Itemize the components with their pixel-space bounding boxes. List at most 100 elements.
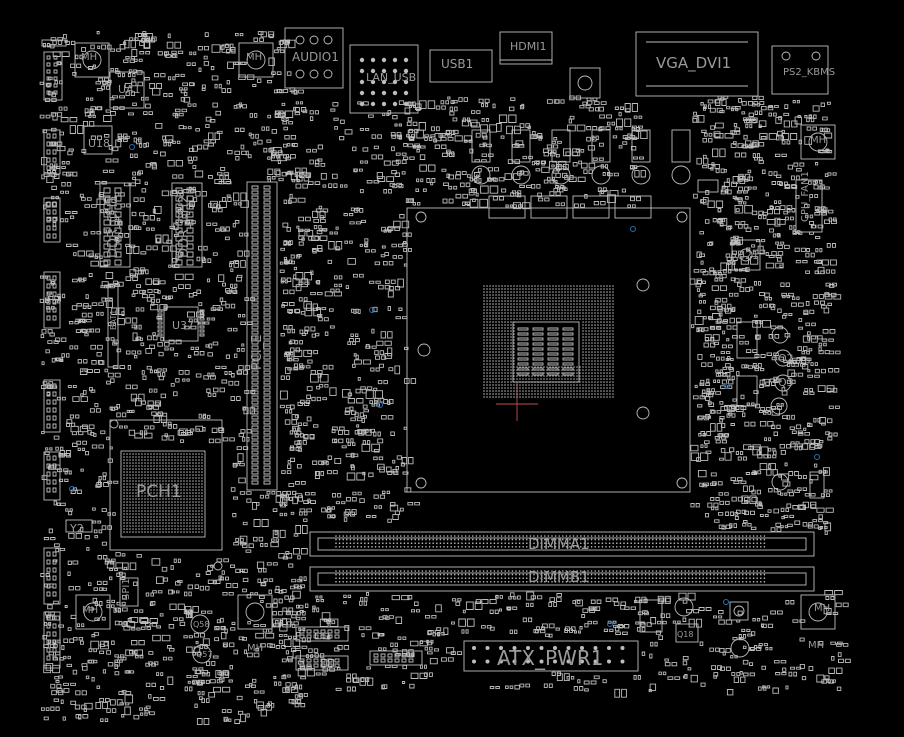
ddr-ch2-outline bbox=[171, 182, 203, 268]
component-outline bbox=[43, 271, 61, 329]
pad-array bbox=[46, 455, 57, 493]
pad-array bbox=[199, 309, 205, 337]
pci-e-slot-outline bbox=[246, 181, 278, 491]
test-via bbox=[723, 599, 729, 605]
round-outline bbox=[774, 349, 792, 367]
mounting-hole-outline bbox=[75, 594, 111, 630]
mounting-hole-outline bbox=[237, 594, 273, 630]
socket-hole bbox=[636, 406, 650, 420]
vga-dvi1-label: VGA_DVI1 bbox=[656, 54, 732, 72]
vga-dvi-outline bbox=[635, 31, 759, 97]
mounting-hole-outline bbox=[74, 42, 110, 78]
passive-components bbox=[689, 95, 842, 535]
choke-outline bbox=[488, 195, 526, 219]
mounting-hole-ring bbox=[246, 50, 266, 70]
socket-hole bbox=[636, 278, 650, 292]
pad-array bbox=[251, 185, 271, 485]
pad-array bbox=[46, 615, 57, 661]
ps2-outline bbox=[771, 45, 829, 95]
inductor-ring bbox=[551, 165, 571, 185]
dimm-a-slot-outline bbox=[309, 531, 815, 557]
audio1-label: AUDIO1 bbox=[292, 50, 339, 64]
round-outline bbox=[811, 51, 821, 61]
audio-jack-outline bbox=[284, 27, 344, 89]
inductor-ring bbox=[511, 165, 531, 185]
q57-outline bbox=[192, 644, 212, 664]
u37-outline bbox=[163, 306, 199, 342]
jack-pin bbox=[323, 35, 333, 45]
q18-outline bbox=[675, 623, 699, 643]
ua1-label: UA1 bbox=[118, 83, 141, 96]
component-outline bbox=[295, 626, 349, 642]
mosfet-outline bbox=[551, 129, 571, 163]
spi-outline bbox=[119, 577, 139, 607]
pad-array bbox=[46, 383, 57, 429]
hdmi-outline bbox=[499, 31, 553, 65]
mounting-hole-label: MH bbox=[810, 135, 827, 146]
hdmi1-label: HDMI1 bbox=[510, 40, 547, 53]
pch-ball-grid bbox=[123, 453, 203, 533]
jack-pin bbox=[323, 69, 333, 79]
pad-array bbox=[46, 133, 57, 171]
component-outline bbox=[43, 611, 61, 669]
component-outline bbox=[569, 67, 601, 99]
socket-hole bbox=[415, 211, 427, 223]
mosfet-outline bbox=[511, 129, 531, 163]
round-outline bbox=[739, 248, 753, 262]
passive-components bbox=[39, 31, 315, 726]
pad-array bbox=[46, 551, 57, 597]
test-via bbox=[607, 621, 613, 627]
lan-usb-outline bbox=[349, 44, 419, 114]
choke-outline bbox=[614, 195, 652, 219]
choke-outline bbox=[530, 195, 568, 219]
usb1-label: USB1 bbox=[441, 57, 474, 71]
dimmb1-label: DIMMB1 bbox=[528, 568, 590, 586]
mounting-hole-ring bbox=[245, 602, 265, 622]
test-via bbox=[377, 402, 383, 408]
jack-pin bbox=[295, 69, 305, 79]
round-outline bbox=[774, 374, 792, 392]
u18-label: U18 bbox=[88, 137, 111, 150]
q58-outline bbox=[190, 614, 210, 634]
mounting-hole-outline bbox=[800, 594, 836, 630]
test-via bbox=[814, 454, 820, 460]
component-outline bbox=[729, 601, 749, 621]
mosfet-outline bbox=[471, 129, 491, 163]
ua1-outline bbox=[109, 71, 145, 109]
round-outline bbox=[770, 397, 788, 415]
mounting-hole-label: MH bbox=[246, 52, 263, 63]
round-outline bbox=[771, 473, 789, 491]
test-via bbox=[369, 307, 375, 313]
inductor-ring bbox=[671, 165, 691, 185]
component-outline bbox=[736, 375, 758, 407]
pad-array bbox=[373, 653, 414, 663]
crystal-outline bbox=[65, 519, 93, 533]
mounting-hole-outline bbox=[238, 42, 274, 78]
test-via bbox=[630, 226, 636, 232]
lan-usb-label: LAN_USB bbox=[366, 71, 417, 84]
round-outline bbox=[733, 605, 745, 617]
pch-die-outline bbox=[120, 450, 206, 538]
u21-label: U21 bbox=[737, 249, 760, 262]
battery-holder-outline bbox=[107, 284, 119, 368]
pad-array bbox=[175, 187, 194, 266]
mounting-hole-label: MH bbox=[814, 603, 831, 614]
pad-array bbox=[103, 187, 122, 266]
cpu-die-pads bbox=[517, 327, 574, 376]
y2-label: Y2 bbox=[70, 522, 84, 535]
component-outline bbox=[317, 572, 807, 586]
pch1-label: PCH1 bbox=[136, 482, 182, 502]
pch-package-outline bbox=[109, 419, 223, 551]
mosfet-outline bbox=[591, 129, 611, 163]
component-outline bbox=[43, 197, 61, 243]
round-outline bbox=[674, 597, 694, 617]
component-outline bbox=[736, 321, 758, 359]
inductor-ring bbox=[631, 165, 651, 185]
round-outline bbox=[781, 51, 791, 61]
mosfet-outline bbox=[671, 129, 691, 163]
socket-hole bbox=[415, 477, 427, 489]
mounting-hole-outline bbox=[800, 124, 836, 160]
jack-pin bbox=[309, 69, 319, 79]
component-outline bbox=[369, 650, 423, 666]
mounting-hole-label: MH bbox=[81, 52, 98, 63]
